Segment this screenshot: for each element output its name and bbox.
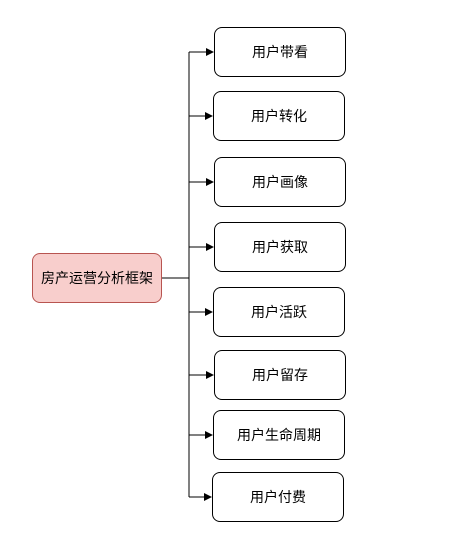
child-node-user-profile[interactable]: 用户画像 xyxy=(214,157,346,207)
child-node-label: 用户带看 xyxy=(252,45,308,61)
child-node-label: 用户付费 xyxy=(250,490,306,506)
child-node-label: 用户留存 xyxy=(252,368,308,384)
root-node-label: 房产运营分析框架 xyxy=(41,271,153,287)
child-node-user-retention[interactable]: 用户留存 xyxy=(214,350,346,400)
child-node-label: 用户画像 xyxy=(252,175,308,191)
child-node-label: 用户生命周期 xyxy=(237,428,321,444)
root-node[interactable]: 房产运营分析框架 xyxy=(32,253,162,303)
child-node-label: 用户获取 xyxy=(252,240,308,256)
child-node-user-activity[interactable]: 用户活跃 xyxy=(213,287,345,337)
child-node-label: 用户转化 xyxy=(251,109,307,125)
child-node-user-conversion[interactable]: 用户转化 xyxy=(213,91,345,141)
child-node-label: 用户活跃 xyxy=(251,305,307,321)
child-node-user-payment[interactable]: 用户付费 xyxy=(212,472,344,522)
child-node-user-acquisition[interactable]: 用户获取 xyxy=(214,222,346,272)
child-node-user-viewing[interactable]: 用户带看 xyxy=(214,27,346,77)
child-node-user-lifecycle[interactable]: 用户生命周期 xyxy=(213,410,345,460)
